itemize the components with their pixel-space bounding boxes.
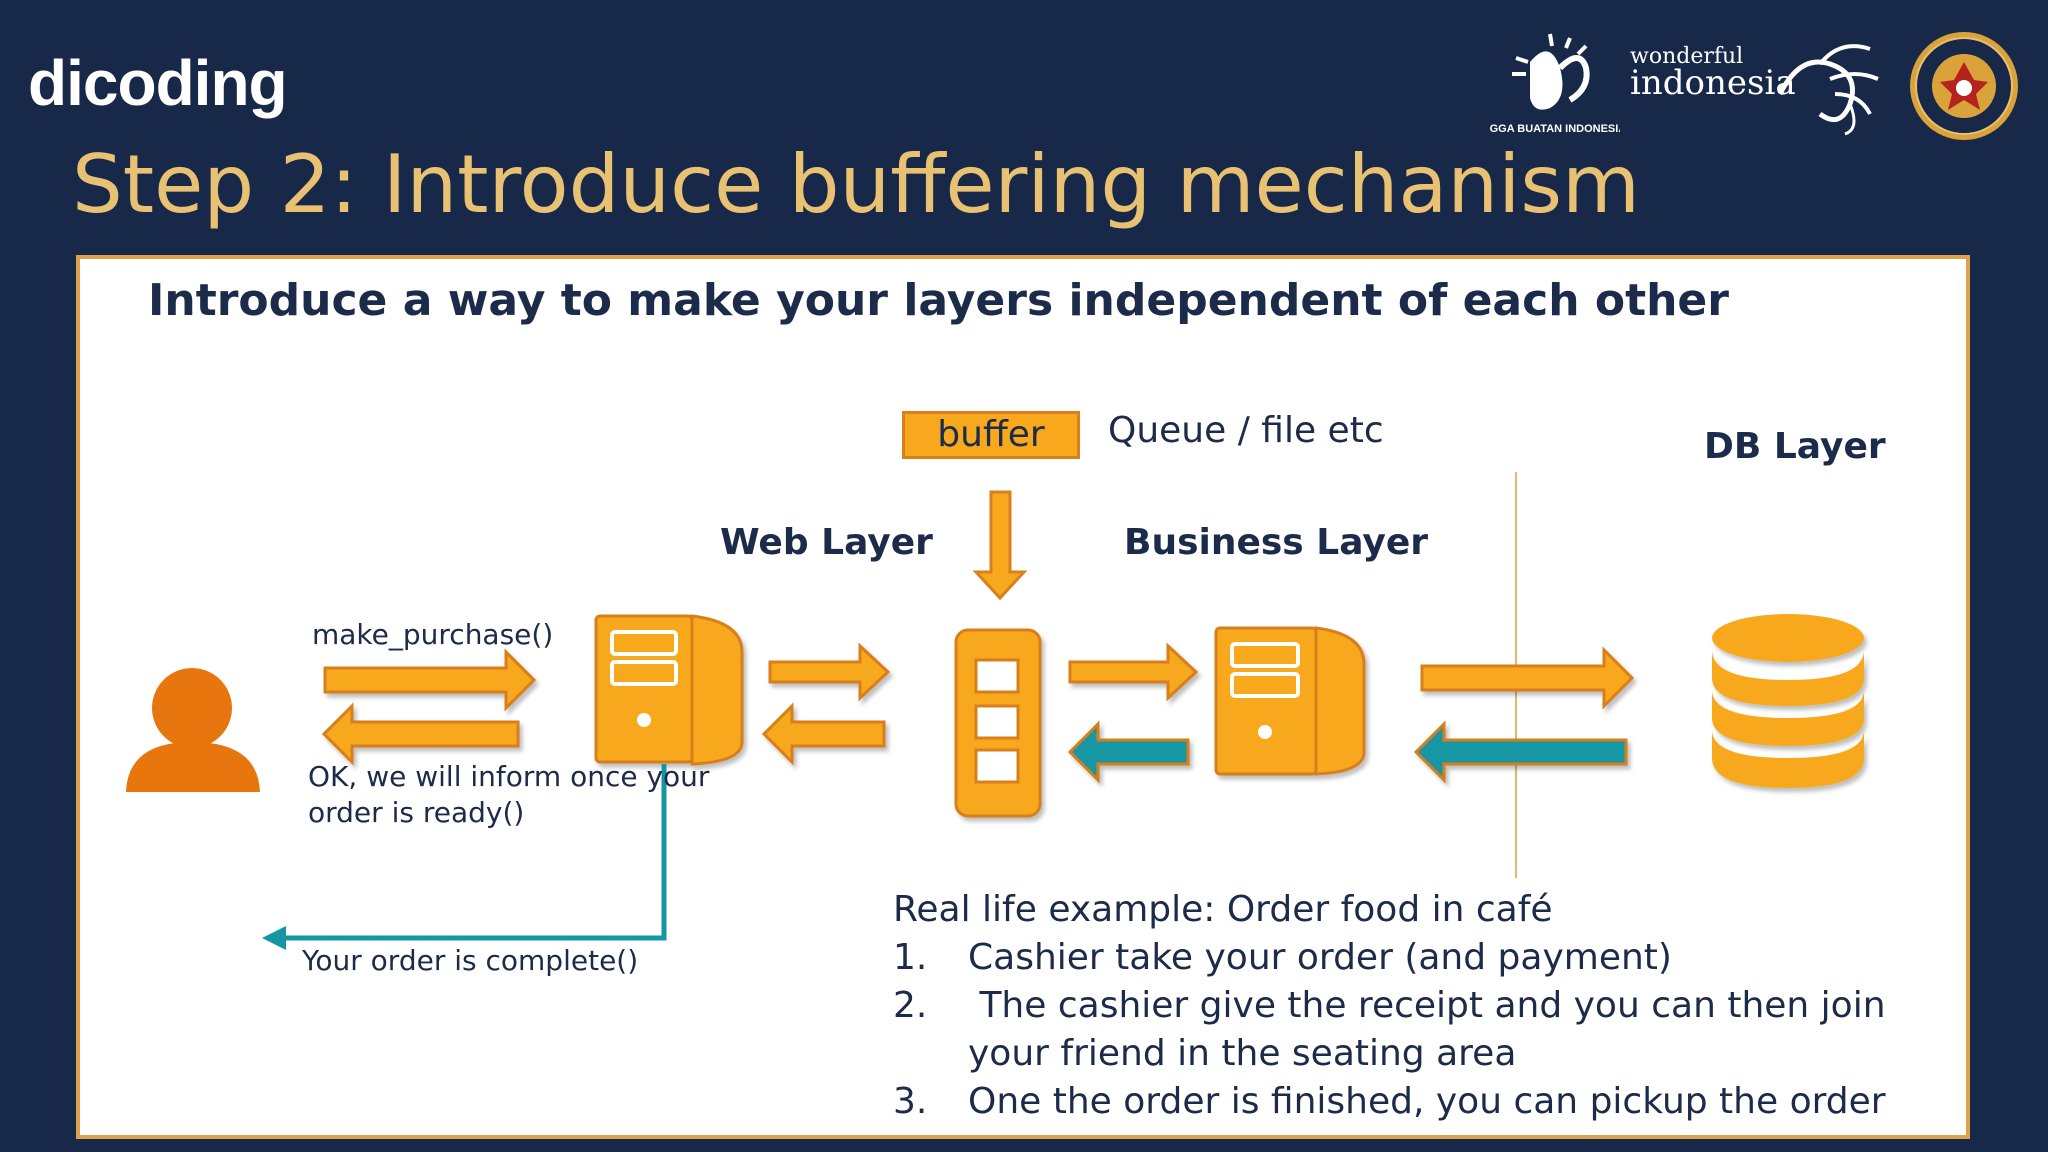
- example-heading: Real life example: Order food in café: [893, 889, 1553, 930]
- queue-to-web-arrow: [761, 702, 886, 766]
- wonderful-text: wonderful: [1630, 44, 1744, 69]
- indonesia-text: indonesia: [1630, 63, 1796, 103]
- business-server-icon: [1214, 626, 1366, 776]
- queue-to-business-arrow: [1068, 642, 1199, 702]
- real-life-example: Real life example: Order food in café 1.…: [893, 886, 1886, 1126]
- response-label-line2: order is ready(): [308, 796, 525, 829]
- bangga-buatan-indonesia-logo: BANGGA BUATAN INDONESIA: [1490, 33, 1620, 135]
- example-item-number: 1.: [893, 937, 928, 978]
- example-item-number: 3.: [893, 1081, 928, 1122]
- slide-subtitle: Introduce a way to make your layers inde…: [148, 275, 1729, 326]
- web-layer-label: Web Layer: [720, 522, 933, 563]
- example-item-text: The cashier give the receipt and you can…: [968, 985, 1886, 1026]
- example-item-text: One the order is finished, you can picku…: [968, 1081, 1886, 1122]
- web-to-queue-arrow: [768, 642, 891, 702]
- example-item-continuation: your friend in the seating area: [893, 1030, 1886, 1078]
- garuda-swirl-icon: [1777, 44, 1879, 136]
- example-item: 3. One the order is finished, you can pi…: [893, 1078, 1886, 1126]
- ministry-seal-icon: [1910, 32, 2018, 140]
- db-layer-label: DB Layer: [1704, 426, 1886, 467]
- response-label-line1: OK, we will inform once your: [308, 760, 710, 793]
- database-icon: [1712, 614, 1864, 788]
- queue-icon: [954, 628, 1042, 818]
- example-item-number: 2.: [893, 985, 928, 1026]
- dicoding-logo: dicoding: [28, 47, 288, 119]
- business-layer-label: Business Layer: [1124, 522, 1429, 563]
- completion-callback-line: [282, 764, 667, 941]
- slide-title: Step 2: Introduce buffering mechanism: [72, 138, 1640, 231]
- response-arrow: [321, 702, 520, 766]
- wonderful-indonesia-logo: wonderful indonesia: [1630, 44, 1796, 103]
- db-to-business-arrow: [1413, 720, 1628, 784]
- example-item-text: your friend in the seating area: [968, 1033, 1517, 1074]
- buffer-note: Queue / file etc: [1108, 410, 1384, 451]
- bangga-buatan-text: BANGGA BUATAN INDONESIA: [1490, 123, 1620, 135]
- example-item: 1. Cashier take your order (and payment): [893, 934, 1886, 982]
- request-arrow: [323, 648, 537, 712]
- web-server-icon: [594, 614, 744, 766]
- order-complete-label: Your order is complete(): [302, 944, 639, 977]
- buffer-down-arrow: [972, 490, 1028, 601]
- business-to-db-arrow: [1420, 646, 1635, 710]
- example-item-text: Cashier take your order (and payment): [968, 937, 1672, 978]
- business-to-queue-arrow: [1067, 720, 1190, 784]
- make-purchase-label: make_purchase(): [312, 618, 554, 651]
- buffer-box: buffer: [902, 411, 1080, 459]
- completion-arrowhead: [262, 926, 286, 950]
- user-icon: [126, 668, 260, 792]
- example-item: 2. The cashier give the receipt and you …: [893, 982, 1886, 1030]
